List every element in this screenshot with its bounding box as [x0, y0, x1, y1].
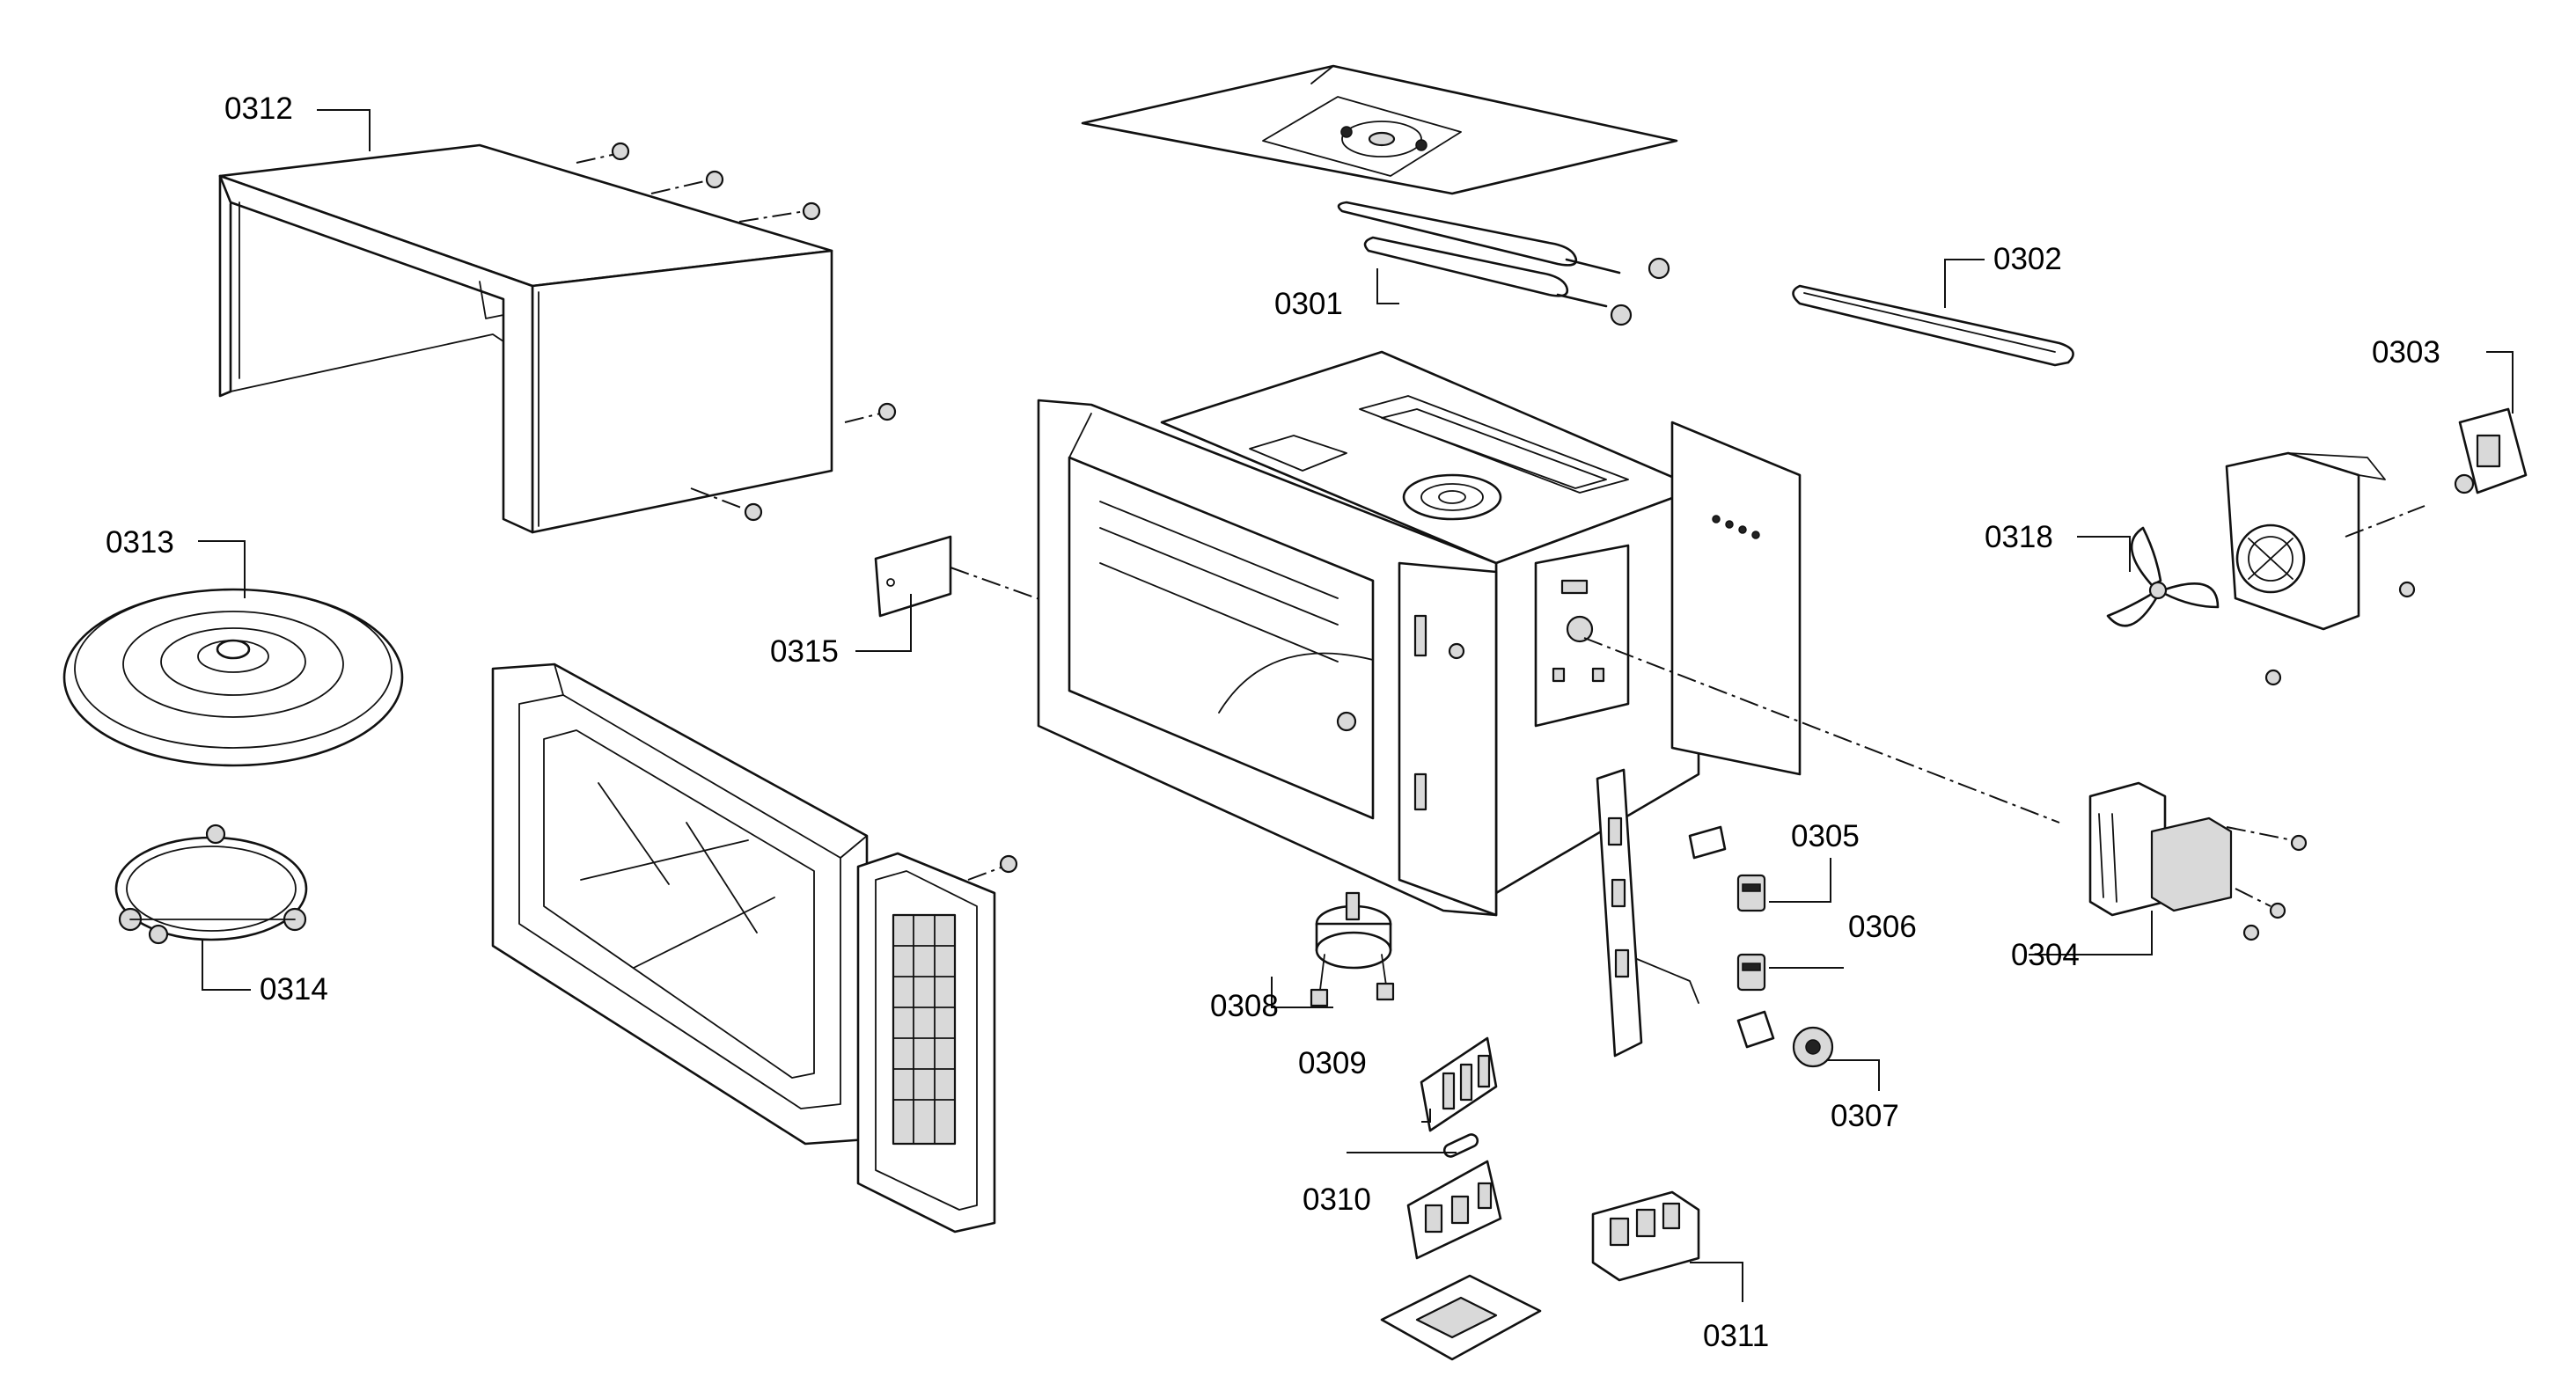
latch-bracket — [1596, 768, 1775, 1058]
microswitch-0306 — [1736, 953, 1766, 992]
control-panel — [856, 852, 1018, 1234]
fuse-0310 — [1442, 1133, 1479, 1158]
label-0314: 0314 — [260, 972, 328, 1007]
pcb-tray — [1380, 1274, 1542, 1361]
microswitch-0307 — [1792, 1026, 1834, 1068]
door-assembly — [491, 663, 869, 1146]
relay-board — [1406, 1160, 1502, 1260]
fan-motor — [2454, 407, 2528, 494]
keypad-grid — [892, 914, 956, 1145]
terminal-block-0311 — [1591, 1190, 1700, 1282]
label-0318: 0318 — [1985, 520, 2053, 554]
label-0302: 0302 — [1993, 242, 2062, 276]
label-0306: 0306 — [1848, 910, 1917, 944]
label-0309: 0309 — [1298, 1046, 1367, 1080]
label-0301: 0301 — [1274, 287, 1343, 321]
label-0313: 0313 — [106, 525, 174, 560]
control-board-0309 — [1420, 1036, 1498, 1132]
label-0305: 0305 — [1791, 819, 1860, 853]
cabinet-screws — [576, 142, 897, 522]
label-0307: 0307 — [1831, 1099, 1899, 1133]
roller-ring — [114, 824, 308, 945]
transformer — [2088, 781, 2308, 941]
label-0304: 0304 — [2011, 938, 2080, 972]
top-plate — [1081, 64, 1678, 195]
leader-lines — [198, 109, 2514, 1302]
turntable-motor — [1310, 891, 1395, 1007]
label-0312: 0312 — [224, 92, 293, 126]
grill-heater — [1337, 201, 1670, 326]
microswitch-0305 — [1736, 874, 1766, 912]
glass-turntable-tray — [62, 588, 404, 767]
fan-blade — [2106, 526, 2220, 627]
oven-cavity — [1037, 350, 2060, 917]
label-0303: 0303 — [2372, 335, 2440, 370]
label-0315: 0315 — [770, 634, 839, 669]
label-0310: 0310 — [1303, 1182, 1371, 1217]
outer-cabinet — [218, 142, 897, 534]
label-0308: 0308 — [1210, 989, 1279, 1023]
gasket-strip — [1792, 284, 2074, 367]
label-0311: 0311 — [1703, 1319, 1769, 1353]
fan-assembly — [2106, 407, 2528, 686]
waveguide-cover — [874, 535, 1136, 634]
part-labels: 0312 0313 0314 0315 0301 0302 0303 0318 … — [106, 92, 2440, 1353]
